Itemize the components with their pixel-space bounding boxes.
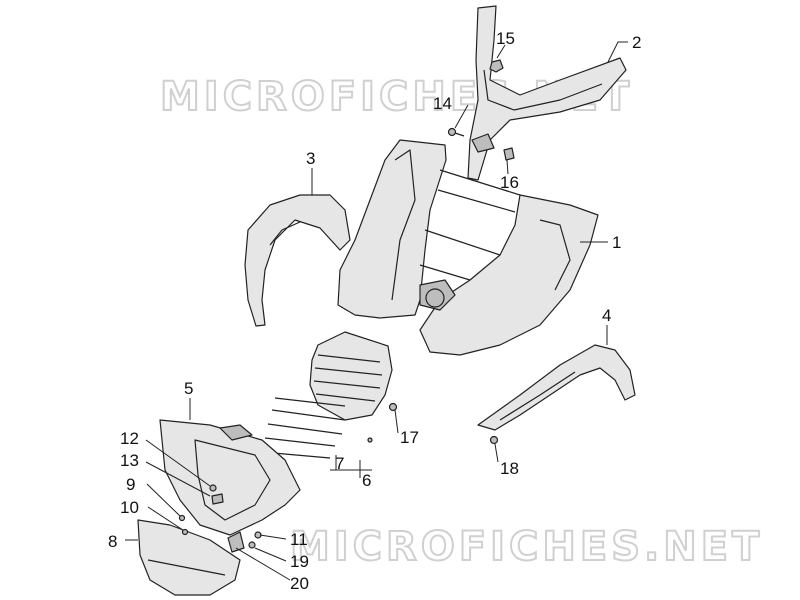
part-4-right-side-panel: [477, 344, 636, 431]
callout-8: 8: [108, 532, 117, 551]
callout-2: 2: [632, 33, 641, 52]
callout-14: 14: [433, 94, 452, 113]
part-5-front-lower-shield: [159, 419, 301, 536]
part-10-clip: [181, 528, 189, 536]
callout-10: 10: [120, 498, 139, 517]
callout-18: 18: [500, 459, 519, 478]
part-20-bracket: [227, 531, 245, 553]
callout-11: 11: [290, 530, 308, 549]
part-15-nut: [489, 59, 504, 73]
part-2-upper-cover: [467, 5, 627, 181]
callout-20: 20: [290, 574, 309, 593]
callout-6: 6: [362, 471, 371, 490]
callout-7: 7: [335, 454, 344, 473]
callout-4: 4: [602, 306, 611, 325]
callout-numbers: 1 2 3 4 5 6 7 8 9 10 11 12 13 14 15 16 1…: [108, 29, 641, 593]
part-7-grille-strips: [261, 397, 373, 459]
callout-13: 13: [120, 451, 139, 470]
part-8-lower-spoiler: [137, 519, 241, 596]
callout-12: 12: [120, 429, 139, 448]
callout-17: 17: [400, 428, 419, 447]
part-12-screw: [209, 484, 217, 492]
callout-16: 16: [500, 173, 519, 192]
part-grille: [309, 331, 393, 421]
part-9-clip: [178, 514, 186, 522]
part-3-left-side-panel: [244, 194, 351, 327]
part-13-clip: [211, 493, 224, 505]
callout-5: 5: [184, 379, 193, 398]
watermark-bottom: MICROFICHES.NET: [290, 524, 763, 570]
callout-9: 9: [126, 475, 135, 494]
part-17-screw: [388, 402, 398, 412]
part-18-screw: [489, 435, 499, 445]
leader-lines: [125, 41, 628, 581]
callout-19: 19: [290, 552, 309, 571]
callout-15: 15: [496, 29, 515, 48]
part-19-screw: [248, 541, 256, 549]
part-14-screw: [447, 127, 465, 137]
part-1-front-frame: [337, 139, 599, 356]
callout-3: 3: [306, 149, 315, 168]
callout-1: 1: [612, 233, 621, 252]
part-16-clip: [503, 147, 515, 161]
